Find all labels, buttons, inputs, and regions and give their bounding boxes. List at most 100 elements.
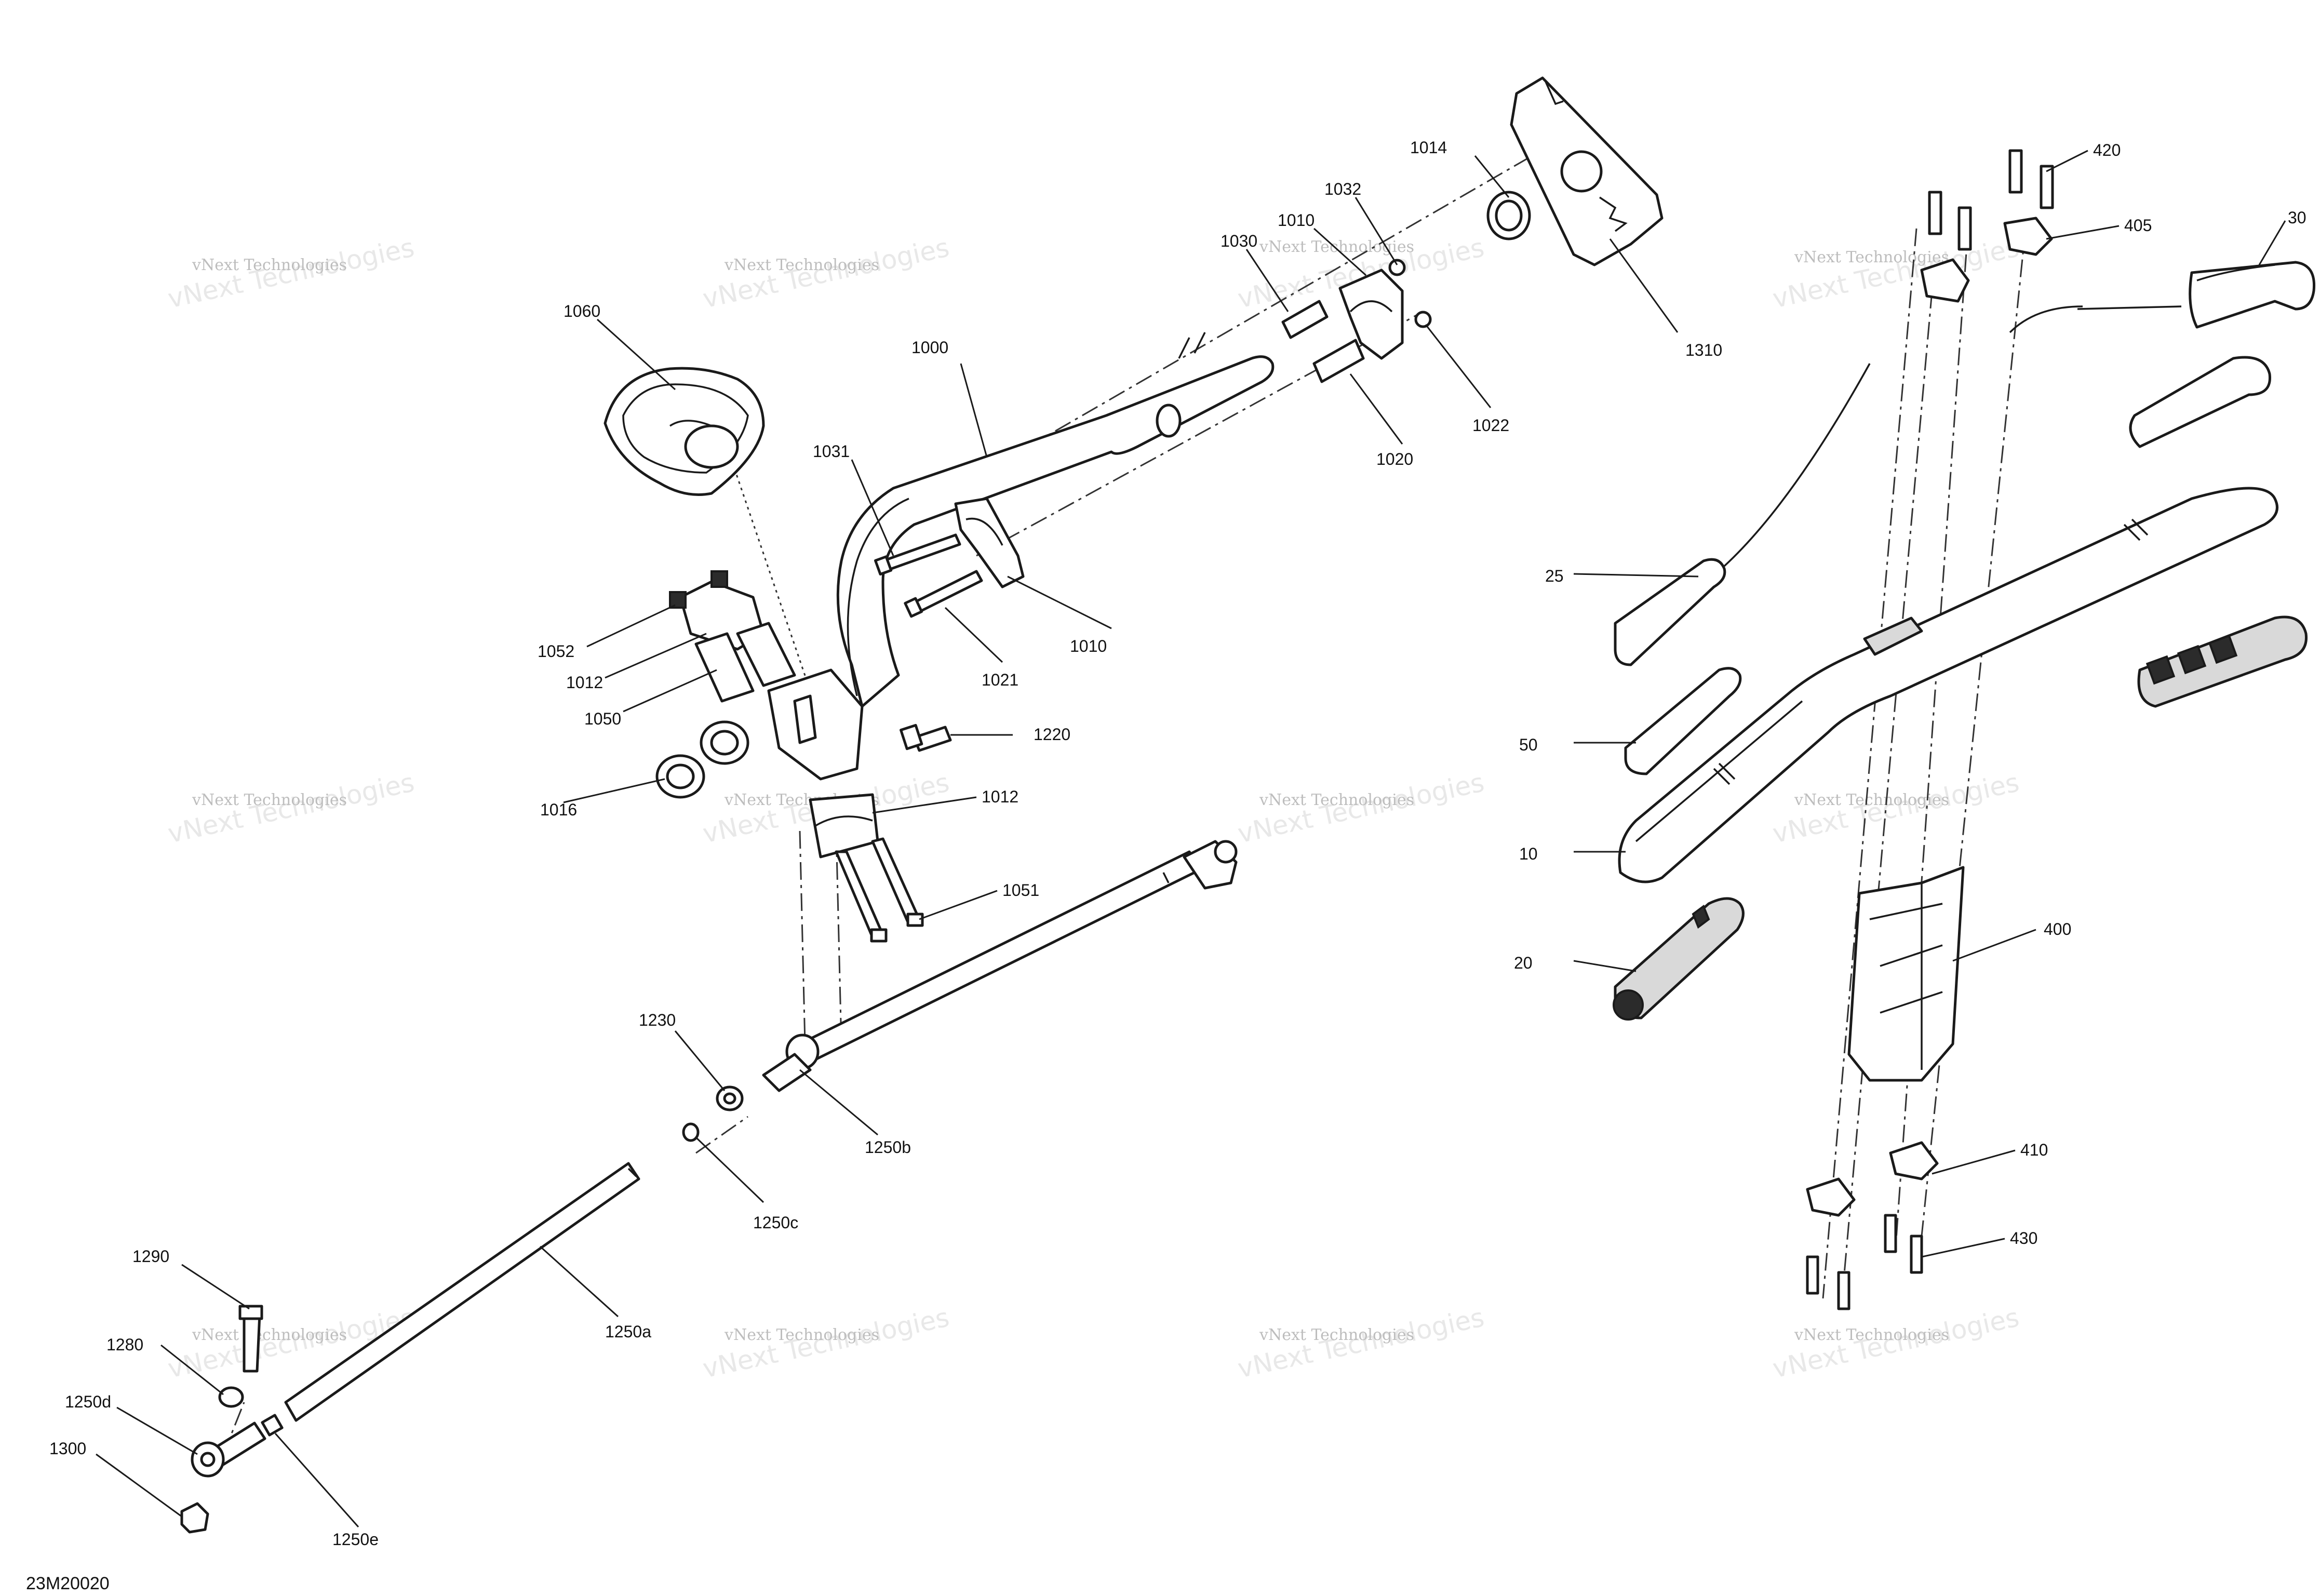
watermark: vNext Technologies vNext Technologies [1770,767,2022,849]
bolts-420 [1928,149,2054,251]
callout-1010-upper: 1010 [1278,211,1315,230]
callout-labels: 1014 1310 1032 1010 1030 1022 1020 1000 … [49,138,2306,1549]
callout-420: 420 [2093,141,2121,159]
callout-1310: 1310 [1685,341,1722,359]
joint-1230 [716,1085,744,1111]
steering-riser [767,668,864,781]
nut-1250c [682,1122,700,1142]
bolt-1290 [238,1305,263,1373]
callout-1250b: 1250b [865,1138,911,1157]
diagram-code: 23M20020 [26,1574,110,1593]
callout-400: 400 [2044,920,2071,938]
watermark-small: vNext Technologies [192,1326,347,1344]
watermark: vNext Technologies vNext Technologies [700,232,952,314]
watermark-small: vNext Technologies [1794,791,1949,809]
grip-30 [2009,261,2316,333]
watermark-small: vNext Technologies [192,791,347,809]
block-1050 [694,622,796,703]
watermark: vNext Technologies vNext Technologies [165,232,417,314]
washer-1280 [218,1386,244,1408]
callout-1012-upper: 1012 [566,673,603,692]
callout-1300: 1300 [49,1439,86,1458]
callout-1016: 1016 [540,800,577,819]
callout-1022: 1022 [1472,416,1509,435]
cover-1060 [604,367,765,496]
nut-1032 [1388,259,1406,276]
callout-1032: 1032 [1324,180,1361,198]
bolt-1021 [904,570,983,618]
callout-1250c: 1250c [753,1213,798,1232]
callout-30: 30 [2288,208,2306,227]
callout-405: 405 [2124,216,2152,235]
bolt-1031 [874,533,961,576]
grip-right [2137,615,2308,708]
callout-1051: 1051 [1002,881,1039,900]
watermark-small: vNext Technologies [1259,1326,1414,1344]
leader-lines [96,150,2286,1527]
callout-1060: 1060 [564,302,600,320]
callout-1250a: 1250a [605,1322,651,1341]
watermark-small: vNext Technologies [1794,1326,1949,1344]
callout-1050: 1050 [584,709,621,728]
callout-1250d: 1250d [65,1392,111,1411]
bolts-430 [1806,1214,1923,1310]
callout-1250e: 1250e [332,1530,379,1549]
watermark: vNext Technologies vNext Technologies [1770,1302,2022,1384]
handlebar-1000 [836,332,1275,708]
callout-1290: 1290 [132,1247,169,1266]
clamp-1012-lower [809,793,879,859]
callout-1280: 1280 [106,1335,143,1354]
grip-50 [1624,667,1742,775]
joint-1250b [762,1053,812,1092]
callout-1012-lower: 1012 [982,787,1018,806]
callout-410: 410 [2020,1141,2048,1159]
watermark: vNext Technologies vNext Technologies [1235,767,1487,849]
callout-1220: 1220 [1034,725,1070,744]
plate-1310 [1510,76,1664,266]
tie-rod-1250a [284,1162,640,1422]
callout-10: 10 [1519,844,1538,863]
grip-20 [1613,897,1745,1021]
watermark-small: vNext Technologies [1259,238,1414,256]
clamp-1010-upper [1338,269,1404,360]
pins-1030 [1281,300,1365,383]
callout-1014: 1014 [1410,138,1447,157]
clamp-405 [1920,217,2053,303]
callout-1010-lower: 1010 [1070,637,1107,655]
watermark-small: vNext Technologies [724,256,879,274]
ring-1014 [1486,191,1531,240]
clamp-410 [1806,1141,1939,1217]
callout-1021: 1021 [982,670,1018,689]
watermark-small: vNext Technologies [1259,791,1414,809]
watermark-small: vNext Technologies [192,256,347,274]
watermark: vNext Technologies vNext Technologies [165,767,417,849]
clamp-1010-lower [954,497,1025,588]
watermark: vNext Technologies vNext Technologies [1770,232,2022,314]
bolt-1220 [900,723,952,752]
callout-1020: 1020 [1376,450,1413,468]
callout-25: 25 [1545,567,1564,585]
riser-400 [1847,866,1965,1082]
handlebar-10 [1618,487,2278,883]
nut-1300 [180,1502,209,1534]
callout-1030: 1030 [1221,232,1257,250]
callout-1000: 1000 [911,338,948,357]
callout-1031: 1031 [813,442,850,461]
callout-1052: 1052 [538,642,574,661]
callout-1230: 1230 [639,1011,676,1029]
callout-430: 430 [2010,1229,2037,1248]
nut-1022 [1414,311,1432,328]
bar-end-right [2129,356,2271,448]
grip-25 [1614,363,1871,666]
watermark: vNext Technologies vNext Technologies [700,1302,952,1384]
callout-20: 20 [1514,954,1533,972]
bolts-1051 [835,837,924,943]
watermark: vNext Technologies vNext Technologies [1235,1302,1487,1384]
watermark-small: vNext Technologies [724,1326,879,1344]
nut-1250e [261,1414,284,1437]
end-1250d [191,1421,266,1478]
watermark-small: vNext Technologies [1794,248,1949,266]
callout-50: 50 [1519,735,1538,754]
seals-1016 [655,720,749,799]
